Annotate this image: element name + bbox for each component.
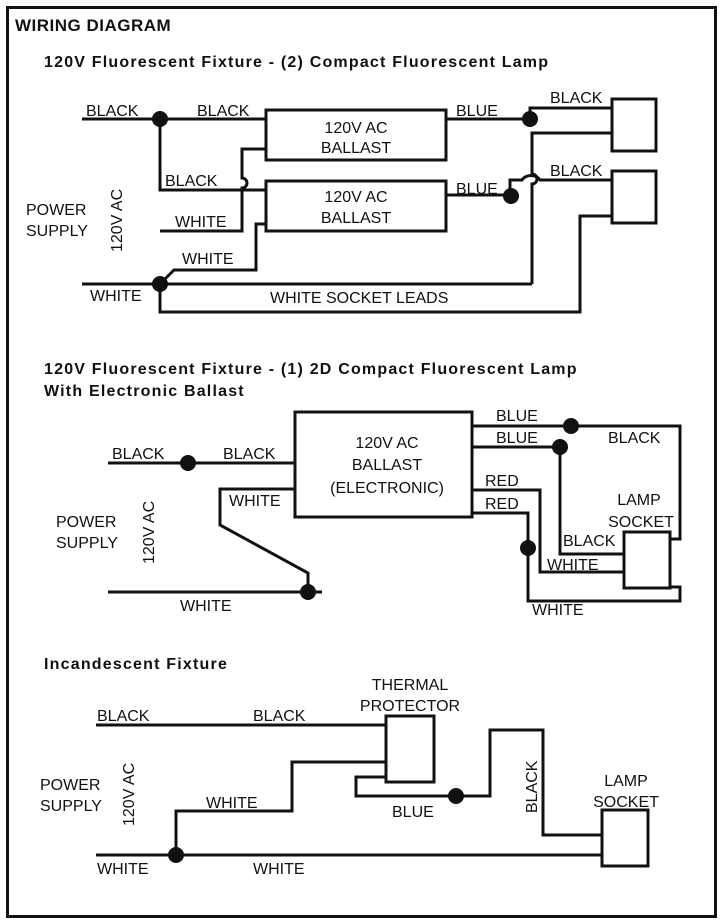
junction-dot [522, 111, 538, 127]
power-supply-label: POWER [40, 777, 100, 794]
wire-label: WHITE [90, 288, 142, 305]
wire-label: RED [485, 496, 519, 513]
voltage-label: 120V AC [141, 501, 158, 564]
junction-dot [168, 847, 184, 863]
voltage-label: 120V AC [109, 189, 126, 252]
wire-blue-2-black [472, 445, 624, 556]
protector-label: THERMAL [372, 677, 449, 694]
voltage-label: 120V AC [121, 763, 138, 826]
power-supply-label: SUPPLY [40, 798, 102, 815]
wire-label: BLUE [496, 430, 538, 447]
wire-label: WHITE SOCKET LEADS [270, 290, 448, 307]
socket-label: SOCKET [593, 794, 659, 811]
wire-label: WHITE [206, 795, 258, 812]
section-heading: With Electronic Ballast [44, 383, 245, 400]
wire-label: BLACK [97, 708, 150, 725]
wire-label: BLACK [563, 533, 616, 550]
lamp-socket-2 [610, 169, 658, 225]
wire-label: BLACK [112, 446, 165, 463]
protector-label: PROTECTOR [360, 698, 460, 715]
wire-label: BLACK [253, 708, 306, 725]
section-heading: 120V Fluorescent Fixture - (1) 2D Compac… [44, 361, 578, 378]
wire-white-ballast1 [160, 147, 266, 233]
wire-label: BLACK [550, 90, 603, 107]
ballast-2 [264, 179, 448, 233]
junction-dot [520, 540, 536, 556]
junction-dot [152, 276, 168, 292]
electronic-ballast [293, 410, 474, 519]
ballast-2-label: BALLAST [321, 210, 391, 227]
wire-label: BLUE [456, 181, 498, 198]
ballast-label: (ELECTRONIC) [330, 480, 444, 497]
socket-label: LAMP [617, 492, 661, 509]
wire-white-protector [174, 760, 386, 855]
wire-label: WHITE [180, 598, 232, 615]
section-incandescent: Incandescent Fixture THERMAL PROTECTOR L… [40, 656, 659, 878]
ballast-label: BALLAST [352, 457, 422, 474]
wire-label: BLACK [197, 103, 250, 120]
wire-red-2-white [472, 511, 682, 603]
ballast-2-label: 120V AC [324, 189, 387, 206]
wire-label: BLACK [223, 446, 276, 463]
ballast-1-label: BALLAST [321, 140, 391, 157]
wire-label: BLACK [86, 103, 139, 120]
socket-label: LAMP [604, 773, 648, 790]
power-supply-label: POWER [26, 202, 86, 219]
junction-dot [503, 188, 519, 204]
wire-label: BLUE [392, 804, 434, 821]
wire-label: BLACK [165, 173, 218, 190]
wire-label: WHITE [229, 493, 281, 510]
main-title: WIRING DIAGRAM [15, 16, 171, 35]
wire-label: WHITE [175, 214, 227, 231]
wire-label: WHITE [182, 251, 234, 268]
ballast-label: 120V AC [355, 435, 418, 452]
junction-dot [180, 455, 196, 471]
wire-label: WHITE [253, 861, 305, 878]
wire-black-ballast2 [158, 119, 266, 192]
wire-black-socket2 [508, 174, 612, 195]
ballast-1 [264, 108, 448, 162]
section-heading: Incandescent Fixture [44, 656, 228, 673]
socket-label: SOCKET [608, 514, 674, 531]
wire-label: BLACK [524, 760, 541, 813]
wire-label: BLUE [456, 103, 498, 120]
section-heading: 120V Fluorescent Fixture - (2) Compact F… [44, 54, 549, 71]
wire-label: BLACK [608, 430, 661, 447]
lamp-socket [600, 808, 650, 868]
section-2d-electronic-ballast: 120V Fluorescent Fixture - (1) 2D Compac… [44, 361, 682, 619]
power-supply-label: POWER [56, 514, 116, 531]
wire-label: BLUE [496, 408, 538, 425]
junction-dot [563, 418, 579, 434]
wire-label: WHITE [532, 602, 584, 619]
diagram-frame [6, 6, 717, 918]
wire-label: RED [485, 473, 519, 490]
junction-dot [552, 439, 568, 455]
wire-white-socket1 [530, 131, 612, 284]
wire-white-socket2 [158, 214, 612, 314]
wire-white-ballast [218, 487, 310, 592]
wire-black-socket1 [528, 106, 612, 119]
junction-dot [300, 584, 316, 600]
wire-blue-black [354, 728, 602, 837]
thermal-protector [384, 714, 436, 784]
power-supply-label: SUPPLY [56, 535, 118, 552]
power-supply-label: SUPPLY [26, 223, 88, 240]
lamp-socket [622, 530, 672, 590]
lamp-socket-1 [610, 97, 658, 153]
section-two-lamp-fluorescent: 120V Fluorescent Fixture - (2) Compact F… [26, 54, 658, 314]
wire-red-1-white [472, 488, 624, 574]
wire-label: WHITE [547, 557, 599, 574]
wire-label: BLACK [550, 163, 603, 180]
wire-label: WHITE [97, 861, 149, 878]
junction-dot [152, 111, 168, 127]
junction-dot [448, 788, 464, 804]
wire-white-ballast2 [158, 222, 266, 286]
ballast-1-label: 120V AC [324, 120, 387, 137]
